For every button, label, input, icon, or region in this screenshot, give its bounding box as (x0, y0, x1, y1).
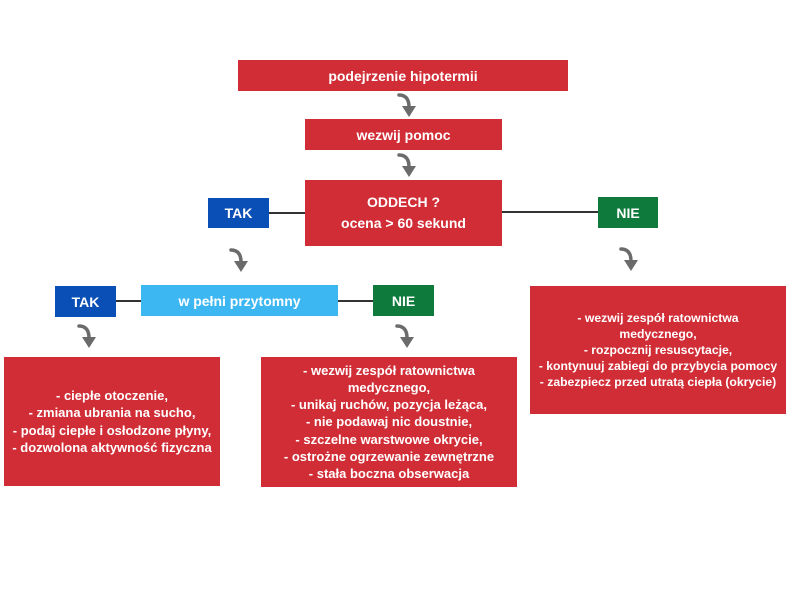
list-item: - rozpocznij resuscytacje, (583, 342, 733, 357)
connector-przytomny-nie (338, 300, 373, 302)
conscious-label: w pełni przytomny (178, 292, 301, 309)
list-item: - wezwij zespół ratownictwa (577, 310, 739, 325)
breath-yes-box: TAK (208, 198, 269, 228)
list-item: - kontynuuj zabiegi do przybycia pomocy (538, 359, 778, 374)
breath-no-label: NIE (616, 204, 640, 221)
no-conscious-actions-box: - wezwij zespół ratownictwa medycznego, … (261, 357, 517, 487)
breath-yes-label: TAK (224, 205, 253, 221)
no-breath-actions-box: - wezwij zespół ratownictwa medycznego, … (530, 286, 786, 414)
list-item: - zabezpiecz przed utratą ciepła (okryci… (539, 375, 777, 390)
conscious-yes-box: TAK (55, 286, 116, 317)
breathing-box: ODDECH ? ocena > 60 sekund (305, 180, 502, 246)
breathing-assessment: ocena > 60 sekund (341, 215, 466, 231)
conscious-box: w pełni przytomny (141, 285, 338, 316)
list-item: - szczelne warstwowe okrycie, (295, 431, 483, 447)
list-item: - zmiana ubrania na sucho, (28, 405, 196, 421)
list-item: - wezwij zespół ratownictwa (303, 362, 475, 378)
list-item: - ciepłe otoczenie, (56, 388, 168, 404)
conscious-no-box: NIE (373, 285, 434, 316)
curved-arrow-icon (395, 324, 414, 348)
call-help-box: wezwij pomoc (305, 119, 502, 150)
curved-arrow-icon (397, 93, 416, 117)
conscious-no-label: NIE (391, 292, 416, 309)
conscious-yes-label: TAK (71, 293, 100, 310)
breath-no-box: NIE (598, 197, 658, 228)
curved-arrow-icon (619, 247, 638, 271)
list-item: medycznego, (619, 326, 697, 341)
connector-oddech-nie (502, 211, 598, 213)
list-item: - unikaj ruchów, pozycja leżąca, (290, 397, 488, 413)
list-item: - ostrożne ogrzewanie zewnętrzne (283, 448, 495, 464)
curved-arrow-icon (77, 324, 96, 348)
list-item: - stała boczna obserwacja (308, 465, 470, 481)
connector-tak-oddech (269, 212, 305, 214)
connector-tak-przytomny (116, 300, 141, 302)
suspicion-box: podejrzenie hipotermii (238, 60, 568, 91)
list-item: - dozwolona aktywność fizyczna (12, 439, 212, 455)
suspicion-label: podejrzenie hipotermii (328, 67, 478, 84)
curved-arrow-icon (229, 248, 248, 272)
yes-actions-box: - ciepłe otoczenie, - zmiana ubrania na … (4, 357, 220, 486)
list-item: medycznego, (347, 380, 431, 396)
list-item: - podaj ciepłe i osłodzone płyny, (12, 422, 212, 438)
breathing-question: ODDECH ? (366, 194, 441, 210)
curved-arrow-icon (397, 153, 416, 177)
call-help-label: wezwij pomoc (356, 126, 451, 143)
list-item: - nie podawaj nic doustnie, (305, 414, 473, 430)
